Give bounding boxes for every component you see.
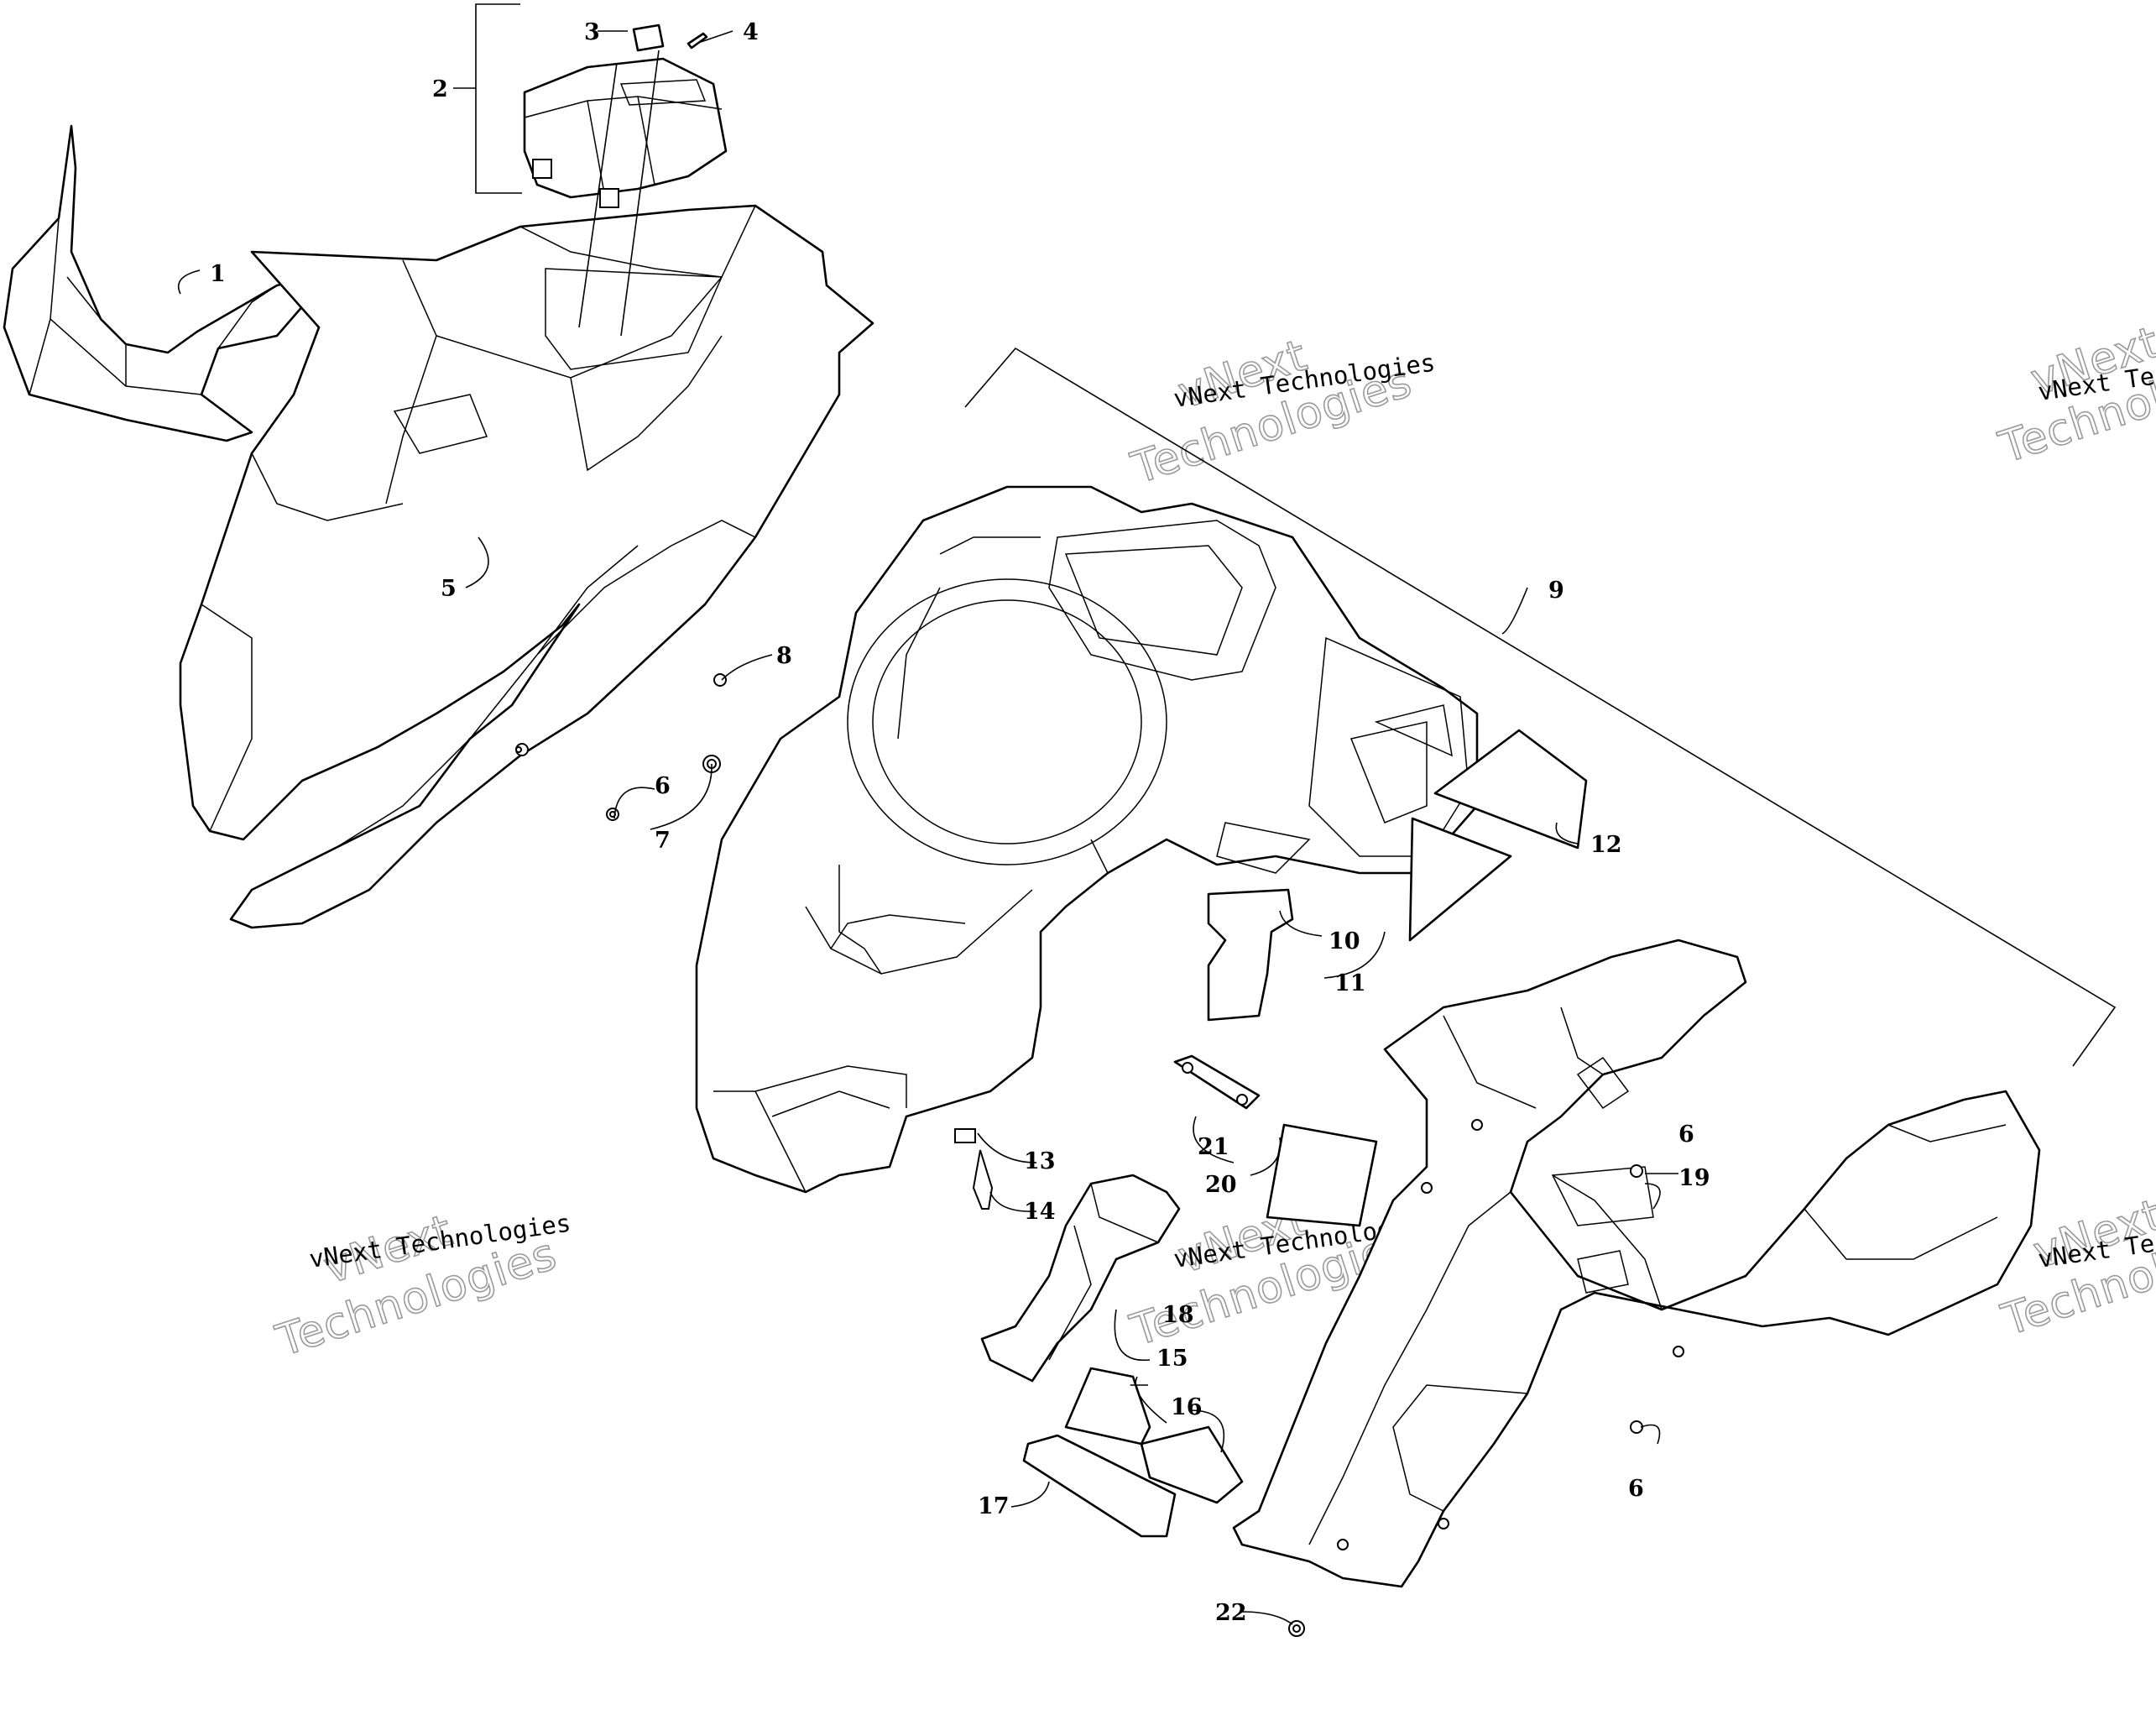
part-11-decal xyxy=(1408,817,1512,942)
callout-10: 10 xyxy=(1329,928,1360,954)
screw-6b xyxy=(1630,1164,1643,1178)
part-21-mount xyxy=(1173,1054,1261,1110)
callout-6-lower: 6 xyxy=(1628,1476,1644,1502)
part-2-storage-box xyxy=(523,57,728,208)
callout-19: 19 xyxy=(1678,1165,1710,1191)
callout-20: 20 xyxy=(1205,1172,1237,1198)
part-17-foam xyxy=(1022,1434,1177,1538)
screw-21b xyxy=(1236,1094,1248,1106)
callout-16: 16 xyxy=(1171,1394,1203,1420)
clip-13 xyxy=(954,1128,976,1143)
part-20-plate xyxy=(1266,1123,1378,1227)
callout-22: 22 xyxy=(1215,1600,1247,1626)
callout-4: 4 xyxy=(743,19,759,45)
bracket-part-2 xyxy=(475,3,522,194)
callout-15: 15 xyxy=(1156,1346,1188,1372)
callout-14: 14 xyxy=(1024,1199,1056,1225)
callouts: 1 2 3 4 5 6 6 6 7 8 9 10 11 12 13 14 15 … xyxy=(210,19,1710,1626)
part-19-cover xyxy=(1551,1166,1654,1226)
callout-1: 1 xyxy=(210,261,226,287)
screw-6a xyxy=(606,808,619,821)
callout-2: 2 xyxy=(432,76,448,102)
part-10-decal xyxy=(1207,888,1294,1022)
part-12-decal xyxy=(1433,729,1588,850)
part-15-foam xyxy=(1064,1367,1151,1446)
callout-11: 11 xyxy=(1334,970,1366,996)
leader-lines xyxy=(177,30,1678,1625)
screw-21a xyxy=(1182,1062,1193,1074)
part-19-belly-pan xyxy=(1232,939,2041,1588)
callout-5: 5 xyxy=(441,576,457,602)
callout-18: 18 xyxy=(1162,1302,1194,1328)
part-16-foam xyxy=(1140,1425,1244,1504)
callout-12: 12 xyxy=(1590,832,1622,858)
screw-8 xyxy=(713,673,727,687)
watermark-bottom-left: vNext Technologies xyxy=(269,1205,563,1367)
callout-6-right: 6 xyxy=(1678,1122,1694,1148)
callout-21: 21 xyxy=(1198,1134,1229,1160)
part-9-nose-assembly xyxy=(695,485,1479,1194)
screw-22 xyxy=(1288,1620,1305,1637)
screw-6c xyxy=(1630,1420,1643,1434)
screw-14 xyxy=(972,1149,994,1210)
callout-13: 13 xyxy=(1024,1148,1056,1174)
callout-17: 17 xyxy=(978,1493,1010,1519)
callout-3: 3 xyxy=(584,19,600,45)
callout-9: 9 xyxy=(1548,578,1564,604)
part-1-windshield-trim xyxy=(3,124,333,442)
part-18-duct xyxy=(980,1174,1181,1383)
part-3-latch xyxy=(632,24,665,52)
part-5-hood-panel xyxy=(179,204,874,929)
bracket-part-9 xyxy=(964,347,2117,1067)
part-4-pin xyxy=(686,32,708,50)
assembly-lines-2 xyxy=(578,50,660,337)
callout-8: 8 xyxy=(776,643,792,669)
callout-7: 7 xyxy=(655,828,671,854)
callout-6-upper: 6 xyxy=(655,773,671,799)
